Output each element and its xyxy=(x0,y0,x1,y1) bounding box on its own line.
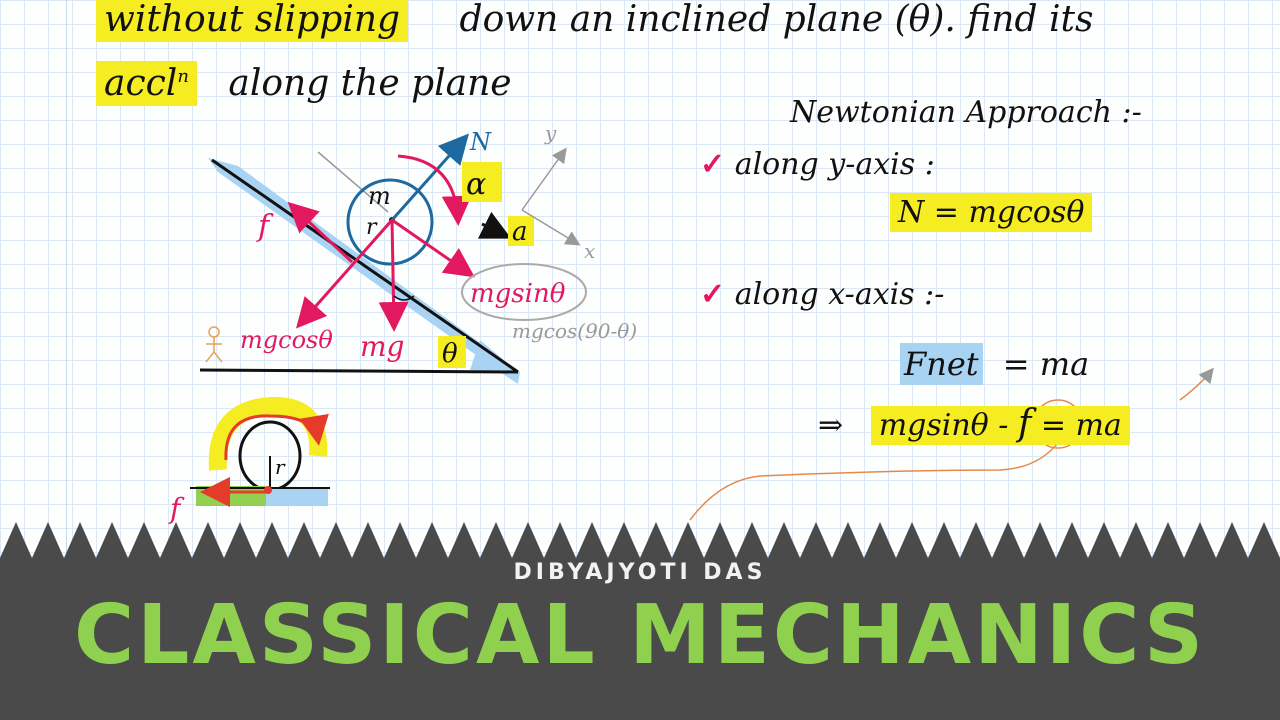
y-axis xyxy=(521,147,567,211)
wheel-friction-label: f xyxy=(168,492,185,525)
problem-line-1-rest: down an inclined plane (θ). find its xyxy=(459,0,1094,40)
problem-line-2-rest: along the plane xyxy=(228,63,512,104)
problem-line-2: accln along the plane xyxy=(96,61,512,106)
annotation-curve xyxy=(689,439,1061,521)
normal-force-label: N xyxy=(469,128,492,156)
eq2-f: f xyxy=(1017,403,1032,444)
acceleration-arrow xyxy=(477,211,512,239)
wheel-rotation-arrow xyxy=(224,413,329,461)
equation-main-highlight: mgsinθ - f = ma xyxy=(870,403,1130,445)
mgsin-circle xyxy=(461,263,587,321)
accl-superscript: n xyxy=(177,66,189,87)
a-highlight xyxy=(508,216,534,246)
mgcos-arrow xyxy=(296,219,394,329)
angle-arc xyxy=(393,295,415,301)
wheel-radius-label: r xyxy=(275,455,286,479)
problem-line-1: without slipping down an inclined plane … xyxy=(96,0,1094,42)
incline-shading xyxy=(208,158,520,384)
normal-force-arrow xyxy=(390,133,469,221)
solution-heading: Newtonian Approach :- xyxy=(790,95,1142,130)
x-axis-label: x xyxy=(584,239,595,263)
mg-arrow xyxy=(378,219,409,332)
mass-label: m xyxy=(368,182,391,210)
wheel-contact-point xyxy=(264,486,272,494)
x-axis xyxy=(521,209,581,246)
friction-label: f xyxy=(256,209,274,244)
equation-normal: N = mgcosθ xyxy=(890,193,1093,232)
fnet-term: Fnet xyxy=(900,343,983,385)
equation-fnet: Fnet = ma xyxy=(900,343,1090,385)
mgcos-label: mgcosθ xyxy=(240,326,333,354)
course-title: CLASSICAL MECHANICS xyxy=(73,588,1207,683)
highlight-without-slipping: without slipping xyxy=(96,0,409,42)
check-mark-icon: ✓ xyxy=(700,147,726,182)
accl-text: accl xyxy=(104,63,178,104)
radius-label: r xyxy=(366,215,378,240)
friction-arrow xyxy=(287,201,354,264)
implies-symbol: ⇒ xyxy=(818,408,844,443)
eq2-left: mgsinθ - xyxy=(878,408,1009,443)
margin-line xyxy=(66,0,67,720)
y-axis-label: y xyxy=(544,121,557,145)
annotation-arrow xyxy=(1179,367,1214,401)
mg-label: mg xyxy=(360,330,404,363)
x-axis-step-label: along x-axis :- xyxy=(734,277,945,312)
eq2-right: = ma xyxy=(1040,408,1122,443)
title-banner: DIBYAJYOTI DAS CLASSICAL MECHANICS xyxy=(0,522,1280,720)
theta-label: θ xyxy=(442,339,458,369)
acceleration-label: a xyxy=(512,217,528,247)
equation-normal-text: N = mgcosθ xyxy=(890,193,1093,232)
incline-surface xyxy=(211,158,519,374)
check-mark-icon-2: ✓ xyxy=(700,277,726,312)
helper-line xyxy=(317,151,389,213)
banner-background xyxy=(0,522,1280,720)
ground-line xyxy=(199,368,519,374)
y-axis-step: ✓ along y-axis : xyxy=(700,150,935,180)
alpha-label: α xyxy=(466,167,486,202)
x-axis-step: ✓ along x-axis :- xyxy=(700,280,944,310)
mgsin-label: mgsinθ xyxy=(470,279,566,309)
highlight-accln: accln xyxy=(96,61,197,106)
sphere xyxy=(346,178,434,266)
mgsin-arrow xyxy=(391,218,475,278)
alpha-arc xyxy=(397,154,472,226)
author-name: DIBYAJYOTI DAS xyxy=(513,560,767,585)
observer-icon xyxy=(205,326,223,363)
theta-highlight xyxy=(438,336,466,368)
fnet-rest: = ma xyxy=(1002,345,1090,383)
equation-main: ⇒ mgsinθ - f = ma xyxy=(818,403,1130,445)
y-axis-step-label: along y-axis : xyxy=(734,147,935,182)
alpha-highlight xyxy=(462,162,502,202)
mgcos90-note: mgcos(90-θ) xyxy=(512,319,637,343)
